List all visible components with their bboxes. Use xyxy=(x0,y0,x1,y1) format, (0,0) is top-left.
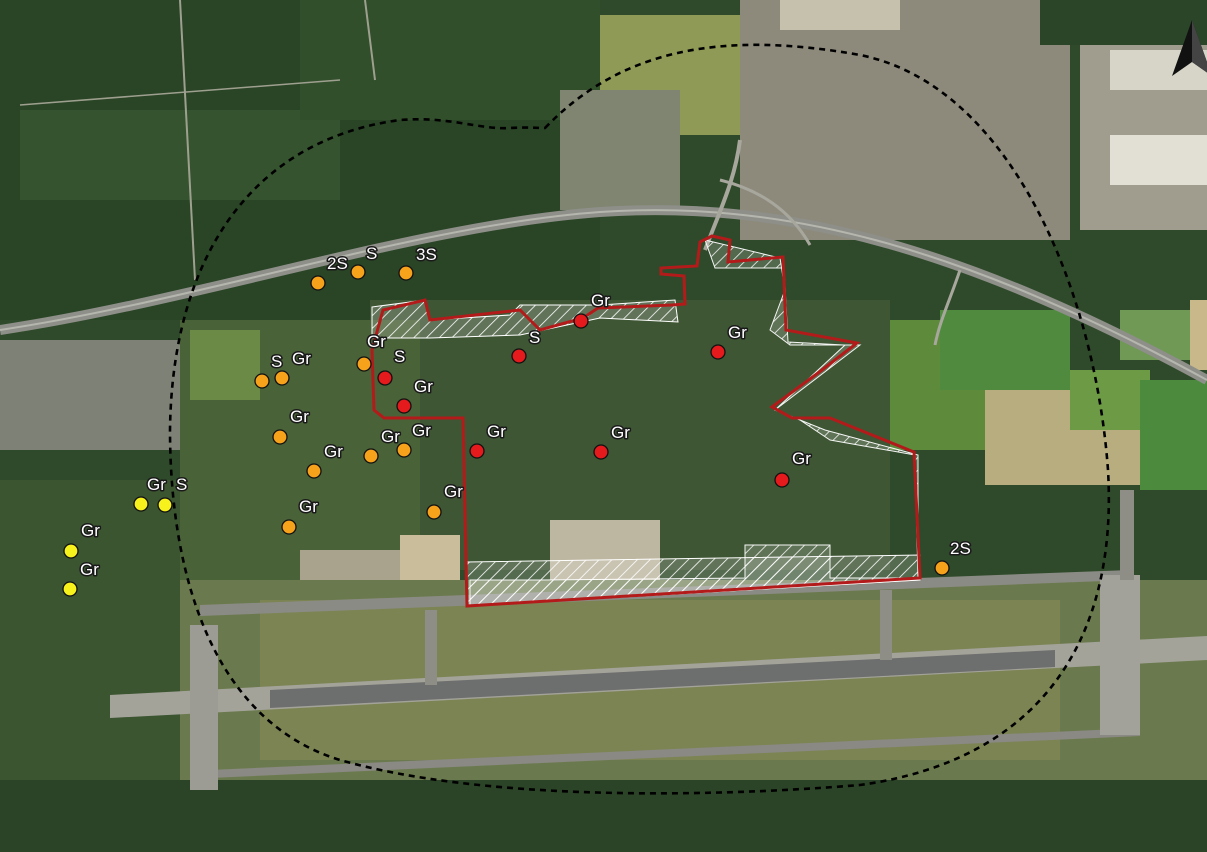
red-find-marker[interactable]: Gr xyxy=(396,376,435,414)
yellow-find-marker[interactable]: Gr xyxy=(63,520,102,559)
yellow-find-marker[interactable]: S xyxy=(157,474,189,513)
red-marker-dot[interactable] xyxy=(593,444,609,460)
orange-find-marker[interactable]: S xyxy=(350,243,379,280)
orange-marker-dot[interactable] xyxy=(306,463,322,479)
orange-find-marker[interactable]: Gr xyxy=(272,406,311,445)
marker-label: Gr xyxy=(81,521,100,540)
orange-marker-dot[interactable] xyxy=(426,504,442,520)
red-find-marker[interactable]: Gr xyxy=(469,421,508,459)
red-find-marker[interactable]: Gr xyxy=(710,322,749,360)
marker-label: Gr xyxy=(444,482,463,501)
marker-label: Gr xyxy=(487,422,506,441)
marker-label: S xyxy=(529,328,540,347)
orange-find-marker[interactable]: Gr xyxy=(306,441,345,479)
orange-marker-dot[interactable] xyxy=(281,519,297,535)
red-marker-dot[interactable] xyxy=(511,348,527,364)
yellow-marker-dot[interactable] xyxy=(62,581,78,597)
marker-label: Gr xyxy=(611,423,630,442)
red-marker-dot[interactable] xyxy=(377,370,393,386)
marker-label: Gr xyxy=(591,291,610,310)
orange-marker-dot[interactable] xyxy=(272,429,288,445)
orange-find-marker[interactable]: Gr xyxy=(356,331,388,372)
red-find-marker[interactable]: Gr xyxy=(573,290,612,329)
yellow-marker-dot[interactable] xyxy=(133,496,149,512)
red-marker-dot[interactable] xyxy=(396,398,412,414)
orange-marker-dot[interactable] xyxy=(356,356,372,372)
orange-find-marker[interactable]: Gr xyxy=(396,420,433,458)
marker-label: Gr xyxy=(299,497,318,516)
orange-marker-dot[interactable] xyxy=(934,560,950,576)
orange-find-marker[interactable]: Gr xyxy=(274,348,313,386)
red-find-marker[interactable]: Gr xyxy=(593,422,632,460)
orange-find-marker[interactable]: 2S xyxy=(310,253,349,291)
marker-label: 3S xyxy=(416,245,437,264)
marker-label: Gr xyxy=(381,427,400,446)
orange-find-marker[interactable]: Gr xyxy=(426,481,465,520)
marker-label: Gr xyxy=(147,475,166,494)
marker-label: S xyxy=(176,475,187,494)
marker-label: Gr xyxy=(792,449,811,468)
marker-label: Gr xyxy=(414,377,433,396)
marker-label: Gr xyxy=(290,407,309,426)
yellow-find-marker[interactable]: Gr xyxy=(62,559,101,597)
marker-label: Gr xyxy=(412,421,431,440)
orange-marker-dot[interactable] xyxy=(254,373,270,389)
orange-marker-dot[interactable] xyxy=(350,264,366,280)
orange-marker-dot[interactable] xyxy=(396,442,412,458)
marker-label: S xyxy=(271,352,282,371)
marker-label: 2S xyxy=(950,539,971,558)
orange-marker-dot[interactable] xyxy=(274,370,290,386)
yellow-marker-dot[interactable] xyxy=(63,543,79,559)
marker-label: S xyxy=(394,347,405,366)
red-find-marker[interactable]: S xyxy=(511,327,542,364)
red-find-marker[interactable]: Gr xyxy=(774,448,813,488)
orange-find-marker[interactable]: 2S xyxy=(934,538,972,576)
red-marker-dot[interactable] xyxy=(573,313,589,329)
red-marker-dot[interactable] xyxy=(774,472,790,488)
orange-find-marker[interactable]: S xyxy=(254,351,284,389)
marker-label: Gr xyxy=(292,349,311,368)
orange-find-marker[interactable]: Gr xyxy=(281,496,320,535)
marker-label: Gr xyxy=(367,332,386,351)
orange-find-marker[interactable]: Gr xyxy=(363,426,402,464)
yellow-find-marker[interactable]: Gr xyxy=(133,474,168,512)
site-boundary xyxy=(370,234,922,608)
marker-label: Gr xyxy=(324,442,343,461)
red-marker-dot[interactable] xyxy=(469,443,485,459)
north-arrow-icon xyxy=(1172,20,1207,76)
orange-marker-dot[interactable] xyxy=(363,448,379,464)
marker-label: S xyxy=(366,244,377,263)
orange-find-marker[interactable]: 3S xyxy=(398,244,438,281)
red-find-marker[interactable]: S xyxy=(377,346,407,386)
orange-marker-dot[interactable] xyxy=(310,275,326,291)
marker-label: Gr xyxy=(80,560,99,579)
marker-label: 2S xyxy=(327,254,348,273)
buffer-zone-outline xyxy=(168,43,1111,795)
red-marker-dot[interactable] xyxy=(710,344,726,360)
yellow-marker-dot[interactable] xyxy=(157,497,173,513)
marker-label: Gr xyxy=(728,323,747,342)
orange-marker-dot[interactable] xyxy=(398,265,414,281)
